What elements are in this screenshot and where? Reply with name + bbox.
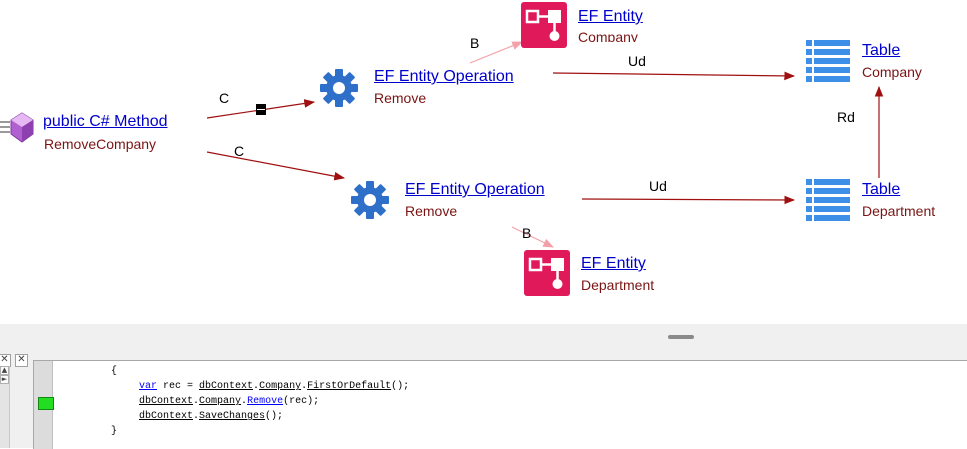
entity-department-node-title[interactable]: EF Entity [581,255,646,272]
edge-method-to-op-department[interactable] [206,151,346,181]
code-viewer[interactable]: { var rec = dbContext.Company.FirstOrDef… [33,360,967,449]
code-ref-dbcontext[interactable]: dbContext [139,396,194,407]
code-ref-remove[interactable]: Remove [247,396,284,407]
op-company-node-title[interactable]: EF Entity Operation [374,68,514,85]
edge-op-company-to-table[interactable] [552,71,796,81]
table-department-node-title[interactable]: Table [862,181,901,198]
code-gutter [34,361,54,449]
code-ref-company[interactable]: Company [259,381,302,392]
current-line-marker [38,397,54,410]
code-keyword-var: var [139,381,158,392]
code-panel: ✕ ✕ ▲ ► { var rec = dbContext.Company.Fi… [0,352,967,449]
code-line-3: dbContext.Company.Remove(rec); [139,396,319,408]
splitter-grip-handle[interactable] [668,335,694,339]
close-icon[interactable]: ✕ [15,354,28,367]
method-node-subtitle: RemoveCompany [44,136,157,152]
left-tool-strip [0,366,10,448]
code-text: (); [391,381,410,392]
method-node-title[interactable]: public C# Method [43,113,168,130]
code-text: . [253,381,260,392]
code-text: (rec); [283,396,320,407]
code-text: . [193,396,200,407]
entity-icon[interactable] [524,250,570,296]
code-ref-dbcontext[interactable]: dbContext [139,411,194,422]
op-department-node-subtitle: Remove [405,203,458,219]
code-text: (); [265,411,284,422]
arrow-right-icon[interactable]: ► [0,375,9,384]
code-text: rec = [157,381,200,392]
op-company-node-subtitle: Remove [374,90,427,106]
code-line-5: } [111,426,118,437]
graph-edges [206,41,884,248]
gear-icon[interactable] [350,180,390,220]
table-icon[interactable] [806,178,850,222]
code-ref-savechanges[interactable]: SaveChanges [199,411,266,422]
entity-company-node-title[interactable]: EF Entity [578,8,643,25]
code-line-1: { [111,366,118,377]
code-line-2: var rec = dbContext.Company.FirstOrDefau… [139,381,409,393]
code-ref-firstordefault[interactable]: FirstOrDefault [307,381,392,392]
gear-icon[interactable] [319,68,359,108]
entity-department-node-subtitle: Department [581,277,655,293]
edge-op-company-to-entity[interactable] [469,41,524,64]
table-department-node-subtitle: Department [862,203,936,219]
edge-label-c-top: C [219,90,230,106]
edge-label-ud-top: Ud [628,53,646,69]
gem-icon[interactable] [0,112,36,144]
edge-label-b-bottom: B [522,225,532,241]
edge-label-ud-bottom: Ud [649,178,667,194]
code-text: . [301,381,308,392]
arrow-up-icon[interactable]: ▲ [0,366,9,375]
entity-company-subtitle-clip: Company [578,29,678,42]
entity-icon[interactable] [521,2,567,48]
code-ref-company[interactable]: Company [199,396,242,407]
code-text: . [193,411,200,422]
edge-op-department-to-table[interactable] [581,195,796,205]
entity-company-node-subtitle: Company [578,29,638,42]
dependency-graph-canvas[interactable]: public C# Method RemoveCompany C C B B U… [0,0,967,324]
code-text: . [241,396,248,407]
edge-label-c-bottom: C [234,143,245,159]
edge-label-rd: Rd [837,109,855,125]
table-company-node-title[interactable]: Table [862,42,901,59]
panel-splitter[interactable] [0,324,967,352]
op-department-node-title[interactable]: EF Entity Operation [405,181,545,198]
table-icon[interactable] [806,39,850,83]
edge-label-b-top: B [470,35,480,51]
code-ref-dbcontext[interactable]: dbContext [199,381,254,392]
table-company-node-subtitle: Company [862,64,922,80]
code-line-4: dbContext.SaveChanges(); [139,411,283,423]
edge-op-department-to-entity[interactable] [511,226,554,248]
